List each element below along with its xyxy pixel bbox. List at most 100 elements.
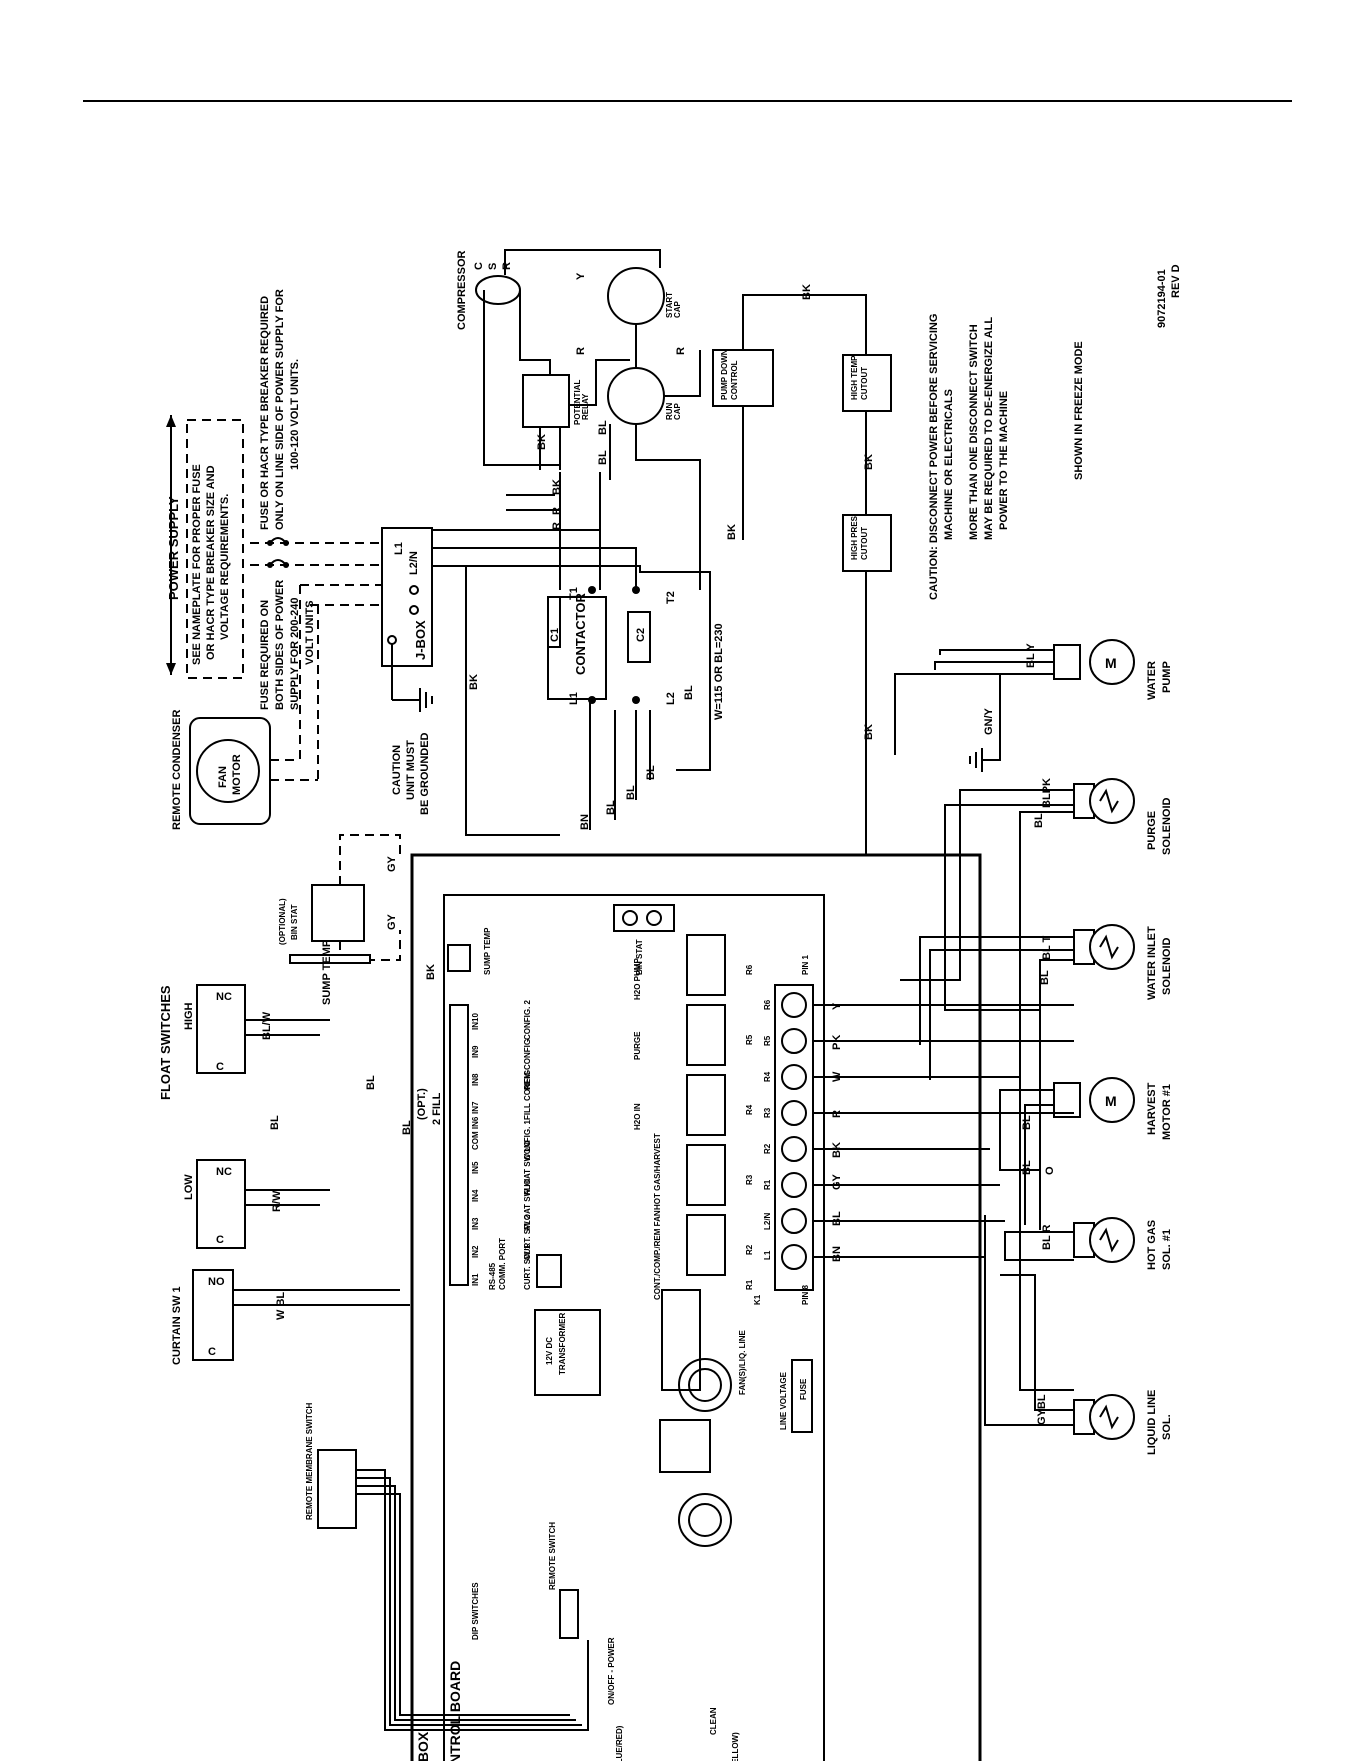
svg-text:CUTOUT: CUTOUT <box>860 367 869 400</box>
svg-text:BE GROUNDED: BE GROUNDED <box>419 732 431 815</box>
svg-text:ON/OFF - POWER: ON/OFF - POWER <box>607 1637 616 1705</box>
svg-text:COMPRESSOR: COMPRESSOR <box>456 250 468 330</box>
svg-text:BL: BL <box>401 1120 413 1135</box>
svg-text:BL: BL <box>269 1115 281 1130</box>
svg-text:SEE NAMEPLATE FOR PROPER FUSE: SEE NAMEPLATE FOR PROPER FUSE <box>191 464 203 665</box>
svg-text:R3: R3 <box>745 1174 754 1185</box>
svg-text:BK: BK <box>726 524 738 540</box>
svg-text:L1: L1 <box>763 1250 772 1260</box>
svg-text:FUSE REQUIRED ON: FUSE REQUIRED ON <box>259 600 271 710</box>
svg-text:ONLY ON LINE SIDE OF POWER SUP: ONLY ON LINE SIDE OF POWER SUPPLY FOR <box>274 289 286 530</box>
svg-text:HARVEST: HARVEST <box>1146 1082 1158 1135</box>
svg-text:CAUTION: DISCONNECT POWER BEFO: CAUTION: DISCONNECT POWER BEFORE SERVICI… <box>928 314 940 600</box>
svg-text:PK: PK <box>831 1035 843 1050</box>
svg-text:9072194-01: 9072194-01 <box>1156 269 1168 328</box>
svg-text:O: O <box>1044 1166 1056 1175</box>
svg-text:BN: BN <box>579 814 591 830</box>
power-lines <box>250 537 400 781</box>
svg-text:IN2: IN2 <box>471 1245 480 1258</box>
notes: CAUTION: DISCONNECT POWER BEFORE SERVICI… <box>928 264 1182 600</box>
svg-text:IN9: IN9 <box>471 1045 480 1058</box>
svg-text:TRANSFORMER: TRANSFORMER <box>558 1313 567 1375</box>
svg-text:BL: BL <box>1039 970 1051 985</box>
svg-text:BL T: BL T <box>1041 935 1053 960</box>
svg-text:100-120 VOLT UNITS.: 100-120 VOLT UNITS. <box>289 359 301 470</box>
svg-text:BIN STAT: BIN STAT <box>290 904 299 940</box>
svg-text:PURGE: PURGE <box>1146 811 1158 850</box>
svg-text:C: C <box>216 1234 224 1246</box>
svg-text:BK: BK <box>551 479 563 495</box>
compressor-icon <box>475 275 521 305</box>
svg-text:IN8: IN8 <box>471 1073 480 1086</box>
safety-controls: PUMP DOWN CONTROL HIGH TEMP CUTOUT HIGH … <box>712 284 892 855</box>
svg-text:R/W: R/W <box>271 1190 283 1212</box>
optional-bin-stat <box>311 884 365 942</box>
svg-text:H2O IN: H2O IN <box>633 1103 642 1130</box>
svg-text:R1: R1 <box>745 1279 754 1290</box>
potential-relay <box>522 374 570 428</box>
svg-text:L2/N: L2/N <box>763 1212 772 1230</box>
svg-text:MORE THAN ONE DISCONNECT SWITC: MORE THAN ONE DISCONNECT SWITCH <box>968 324 980 540</box>
svg-text:SOLENOID: SOLENOID <box>1161 937 1173 995</box>
svg-text:SHOWN IN FREEZE MODE: SHOWN IN FREEZE MODE <box>1073 341 1085 480</box>
svg-text:R4: R4 <box>763 1071 772 1082</box>
svg-text:HOT GAS: HOT GAS <box>1146 1220 1158 1270</box>
svg-text:CAP: CAP <box>673 300 682 318</box>
svg-text:FILL CONFIG: FILL CONFIG <box>523 1070 532 1120</box>
svg-text:BL: BL <box>625 785 637 800</box>
svg-text:IN5: IN5 <box>471 1161 480 1174</box>
svg-text:OR HACR TYPE BREAKER SIZE AND: OR HACR TYPE BREAKER SIZE AND <box>205 465 217 660</box>
svg-text:CAUTION: CAUTION <box>391 745 403 795</box>
svg-text:FUSE OR HACR TYPE BREAKER REQU: FUSE OR HACR TYPE BREAKER REQUIRED <box>259 296 271 530</box>
svg-text:SUMP TEMP: SUMP TEMP <box>321 940 333 1005</box>
svg-text:R2: R2 <box>745 1244 754 1255</box>
svg-text:LED (BLUE/RED): LED (BLUE/RED) <box>615 1725 624 1761</box>
start-cap-icon <box>607 267 665 325</box>
svg-text:BK: BK <box>863 724 875 740</box>
svg-text:SOL. #1: SOL. #1 <box>1161 1229 1173 1270</box>
svg-text:CONTROL BOX: CONTROL BOX <box>415 1731 431 1761</box>
svg-text:FAN(S)/LIQ. LINE: FAN(S)/LIQ. LINE <box>738 1329 747 1395</box>
svg-text:BLPK: BLPK <box>1041 778 1053 808</box>
svg-text:L1: L1 <box>568 692 580 705</box>
purge-solenoid-icon <box>1089 778 1135 824</box>
svg-text:FLOAT SWITCHES: FLOAT SWITCHES <box>158 985 173 1100</box>
svg-text:CAP: CAP <box>673 402 682 420</box>
svg-text:WATER INLET: WATER INLET <box>1146 926 1158 1000</box>
float-high-switch <box>196 984 246 1074</box>
svg-text:NC: NC <box>216 1166 232 1178</box>
liquid-line-solenoid-icon <box>1089 1394 1135 1440</box>
svg-text:T2: T2 <box>665 591 677 604</box>
svg-text:REMOTE SWITCH: REMOTE SWITCH <box>548 1522 557 1590</box>
compressor-group: COMPRESSOR C S R START CAP RUN CAP POTEN… <box>456 249 701 590</box>
svg-text:C: C <box>473 262 485 270</box>
curtain-switch <box>192 1269 234 1361</box>
svg-text:BL: BL <box>365 1075 377 1090</box>
svg-text:LIQUID LINE: LIQUID LINE <box>1146 1390 1158 1455</box>
svg-text:COMM. PORT: COMM. PORT <box>498 1238 507 1290</box>
svg-text:FAN: FAN <box>217 766 229 788</box>
control-box: CONTROL BOX CONTROL BOARD BIN STAT SUMP … <box>401 853 1074 1761</box>
jbox-label: J-BOX <box>413 620 428 660</box>
left-inputs: FLOAT SWITCHES HIGH LOW CURTAIN SW 1 NC … <box>158 834 589 1731</box>
svg-text:BL: BL <box>831 1211 843 1226</box>
svg-text:LOW: LOW <box>183 1174 195 1200</box>
svg-text:SUPPLY FOR 200-240: SUPPLY FOR 200-240 <box>289 597 301 710</box>
svg-text:GY: GY <box>386 855 398 872</box>
svg-text:POTENTIAL: POTENTIAL <box>573 380 582 425</box>
svg-text:REM CONFIG: REM CONFIG <box>523 1039 532 1090</box>
svg-text:REV D: REV D <box>1170 264 1182 298</box>
svg-text:CONTROL BOARD: CONTROL BOARD <box>447 1661 463 1761</box>
harvest-motor-icon <box>1089 1077 1135 1123</box>
svg-text:R3: R3 <box>763 1107 772 1118</box>
water-pump-icon <box>1089 639 1135 685</box>
svg-text:NC: NC <box>216 991 232 1003</box>
svg-text:UNIT MUST: UNIT MUST <box>405 740 417 800</box>
svg-text:HIGH: HIGH <box>183 1002 195 1030</box>
svg-text:PIN 1: PIN 1 <box>801 954 810 975</box>
fan-motor-icon <box>196 739 260 803</box>
svg-text:RS-485: RS-485 <box>488 1262 497 1290</box>
svg-text:S: S <box>487 263 499 270</box>
svg-text:BL: BL <box>597 420 609 435</box>
svg-text:CLEAN: CLEAN <box>709 1707 718 1735</box>
